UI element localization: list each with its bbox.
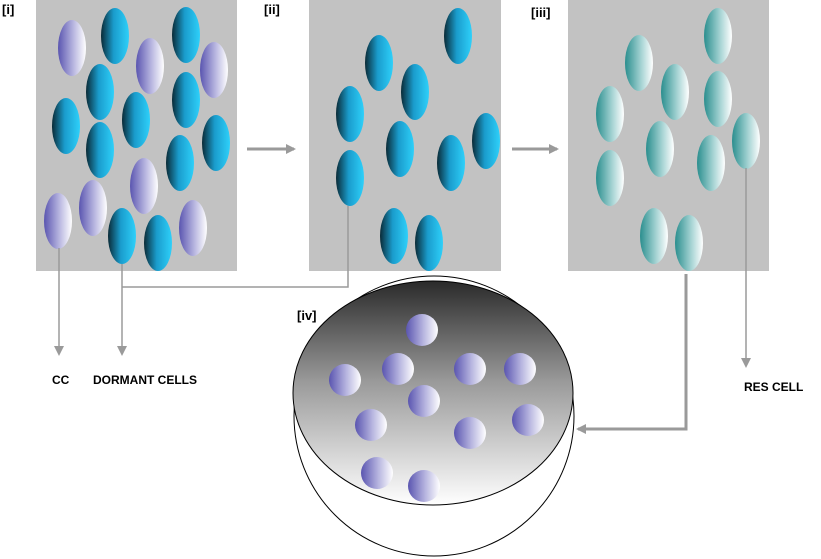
dormant-cell: [86, 64, 114, 120]
dormant-cell: [415, 215, 443, 271]
label-res-cell: RES CELL: [744, 380, 804, 394]
dormant-cell: [380, 208, 408, 264]
dormant-cell: [166, 135, 194, 191]
dormant-cell: [79, 180, 107, 236]
label-cc: CC: [52, 373, 70, 387]
colony-cell: [454, 417, 486, 449]
res-cell: [732, 113, 760, 169]
colony-cell: [406, 314, 438, 346]
res-cell: [596, 150, 624, 206]
dormant-cell: [437, 135, 465, 191]
colony-cell: [504, 353, 536, 385]
panel-iii-cells: [596, 8, 760, 271]
dormant-cell: [136, 38, 164, 94]
colony-cell: [361, 457, 393, 489]
dormant-cell: [336, 150, 364, 206]
arrow-iii-to-dish: [576, 274, 688, 434]
label-dormant-cells: DORMANT CELLS: [93, 373, 197, 387]
dormant-cell: [52, 98, 80, 154]
dormant-cell: [172, 7, 200, 63]
dormant-cell: [86, 122, 114, 178]
dormant-cell: [444, 8, 472, 64]
dormant-cell: [200, 42, 228, 98]
panel-i-cells: [44, 7, 230, 271]
dormant-connector-ii: [122, 206, 349, 288]
colony-cell: [454, 353, 486, 385]
colony-cell: [382, 353, 414, 385]
res-cell: [625, 35, 653, 91]
res-cell: [596, 86, 624, 142]
panel-ii-cells: [336, 8, 500, 271]
res-cell: [704, 8, 732, 64]
dormant-cell: [144, 215, 172, 271]
dormant-cell: [122, 92, 150, 148]
colony-cell: [408, 385, 440, 417]
panel-label-iv: [iv]: [297, 308, 317, 323]
dormant-cell: [472, 113, 500, 169]
colony-cell: [329, 364, 361, 396]
dormant-cell: [179, 200, 207, 256]
res-cell: [697, 135, 725, 191]
dormant-cell: [108, 208, 136, 264]
res-cell: [675, 215, 703, 271]
res-cell: [640, 208, 668, 264]
colony-cell: [408, 470, 440, 502]
colony-cell: [512, 404, 544, 436]
res-cell: [661, 64, 689, 120]
dormant-cell: [365, 35, 393, 91]
panel-label-ii: [ii]: [264, 2, 280, 17]
dormant-cell: [172, 72, 200, 128]
dormant-cell: [386, 121, 414, 177]
dormant-cell: [401, 64, 429, 120]
panel-label-iii: [iii]: [531, 5, 551, 20]
colony-cell: [355, 409, 387, 441]
res-cell: [646, 121, 674, 177]
dormant-cell: [58, 20, 86, 76]
dormant-cell: [130, 158, 158, 214]
petri-dish-rim: [293, 275, 575, 557]
dormant-cell: [101, 8, 129, 64]
dormant-cell: [44, 193, 72, 249]
dormant-cell: [202, 115, 230, 171]
petri-dish-cells: [329, 314, 544, 502]
res-cell: [704, 71, 732, 127]
panel-label-i: [i]: [2, 2, 15, 17]
dormant-cell: [336, 86, 364, 142]
